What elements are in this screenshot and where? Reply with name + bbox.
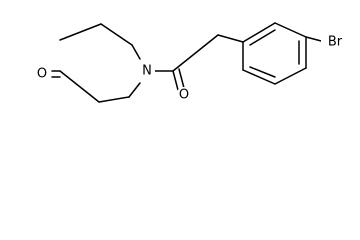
bond-aryl-inner-3	[249, 66, 276, 78]
piperidinone-ring	[59, 23, 141, 103]
acyl-linker	[153, 34, 244, 91]
ketone-carbonyl	[51, 70, 61, 78]
atom-ring-nitrogen: N	[139, 63, 155, 79]
bond-ring-c5-c4	[59, 70, 100, 103]
ring-nitrogen-label: N	[142, 64, 152, 79]
bond-amide-c-o-1	[172, 70, 179, 91]
atom-ketone-oxygen: O	[34, 66, 50, 82]
bond-ring-c3-c2	[100, 23, 133, 46]
amide-oxygen-label: O	[179, 88, 189, 103]
bond-ch2-aryl	[217, 34, 244, 43]
bond-aryl-inner-1	[249, 29, 276, 46]
bond-ring-c4-c3	[59, 23, 102, 41]
bond-ring-c2-n	[131, 44, 141, 60]
bond-carbonyl-ch2	[172, 34, 219, 72]
bond-ring-c6-c5	[98, 96, 130, 103]
molecular-structure: O N O Br	[34, 22, 345, 103]
bromophenyl-ring	[242, 22, 326, 85]
bromine-label: Br	[328, 35, 343, 50]
bond-ring-n-c6	[128, 82, 141, 98]
bond-aryl-1	[242, 22, 276, 43]
bond-aryl-5	[242, 69, 276, 85]
bond-amide-c-o-2	[178, 68, 185, 89]
bond-aryl-4	[274, 67, 307, 85]
bond-aryl-2	[274, 22, 307, 38]
atom-bromine: Br	[321, 34, 345, 50]
atom-amide-oxygen: O	[176, 87, 192, 103]
ketone-oxygen-label: O	[37, 67, 47, 82]
